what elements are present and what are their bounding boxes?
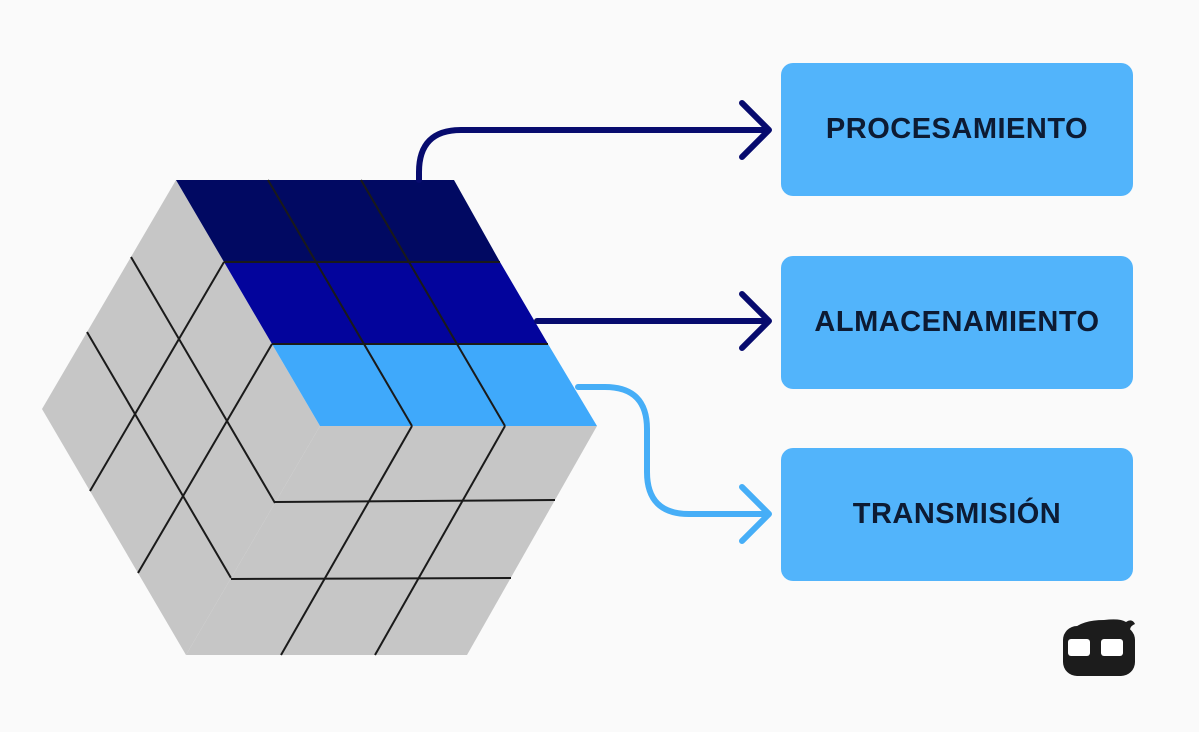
cube-left-line-2 (137, 343, 273, 574)
arrow-procesamiento-line (416, 127, 771, 183)
cube-right-line-4 (374, 425, 506, 656)
cube-left-line-1 (89, 261, 225, 492)
arrow-procesamiento-head (739, 100, 772, 160)
cube-top-line-col-2 (360, 179, 506, 427)
transmision-label: TRANSMISIÓN (852, 498, 1062, 530)
almacenamiento-box: ALMACENAMIENTO (781, 256, 1133, 389)
almacenamiento-label: ALMACENAMIENTO (814, 306, 1100, 338)
cube-right-line-2 (230, 577, 512, 580)
arrow-transmision-head (739, 484, 772, 544)
cube-top-face (176, 179, 597, 427)
arrow-almacenamiento-head (739, 291, 772, 351)
nerd-glasses-logo-icon (1063, 619, 1135, 676)
cube-top-row-back (176, 180, 500, 262)
cube-top-row-front (272, 344, 597, 426)
cube-left-face-fill (42, 180, 320, 655)
arrow-transmision-line (575, 384, 771, 517)
cube-left-line-4 (86, 331, 232, 579)
procesamiento-label: PROCESAMIENTO (825, 113, 1089, 145)
arrow-almacenamiento (534, 291, 772, 351)
procesamiento-box: PROCESAMIENTO (781, 63, 1133, 196)
transmision-box: TRANSMISIÓN (781, 448, 1133, 581)
cube-right-line-1 (274, 499, 556, 503)
arrow-procesamiento (416, 100, 772, 183)
arrow-transmision (575, 384, 772, 544)
cube-left-face (42, 180, 320, 655)
cube-left-line-3 (130, 256, 276, 504)
cube-right-line-3 (280, 425, 413, 656)
cube-top-row-middle (224, 262, 548, 344)
cube-right-face (186, 425, 597, 656)
cube-top-line-col-1 (267, 179, 413, 427)
cube-right-face-fill (186, 426, 597, 655)
